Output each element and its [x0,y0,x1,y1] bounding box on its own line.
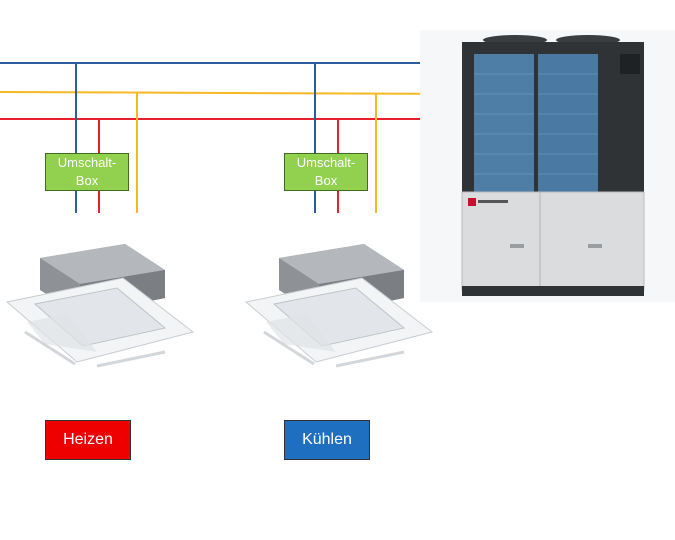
switch-box-1-line2: Box [75,173,99,188]
heating-mode-label: Heizen [63,431,113,448]
switch-box-2: Umschalt- Box [284,153,368,191]
indoor-cassette-unit-1 [5,244,195,368]
cooling-mode-box: Kühlen [284,420,370,460]
cooling-mode-label: Kühlen [302,431,352,448]
outdoor-unit [420,30,675,302]
switch-box-1: Umschalt- Box [45,153,129,191]
yellow-main-pipe [0,91,469,95]
heating-mode-box: Heizen [45,420,131,460]
switch-box-2-line1: Umschalt- [296,155,356,170]
switch-box-1-line1: Umschalt- [57,155,117,170]
switch-box-2-line2: Box [314,173,338,188]
indoor-cassette-unit-2 [244,244,434,368]
